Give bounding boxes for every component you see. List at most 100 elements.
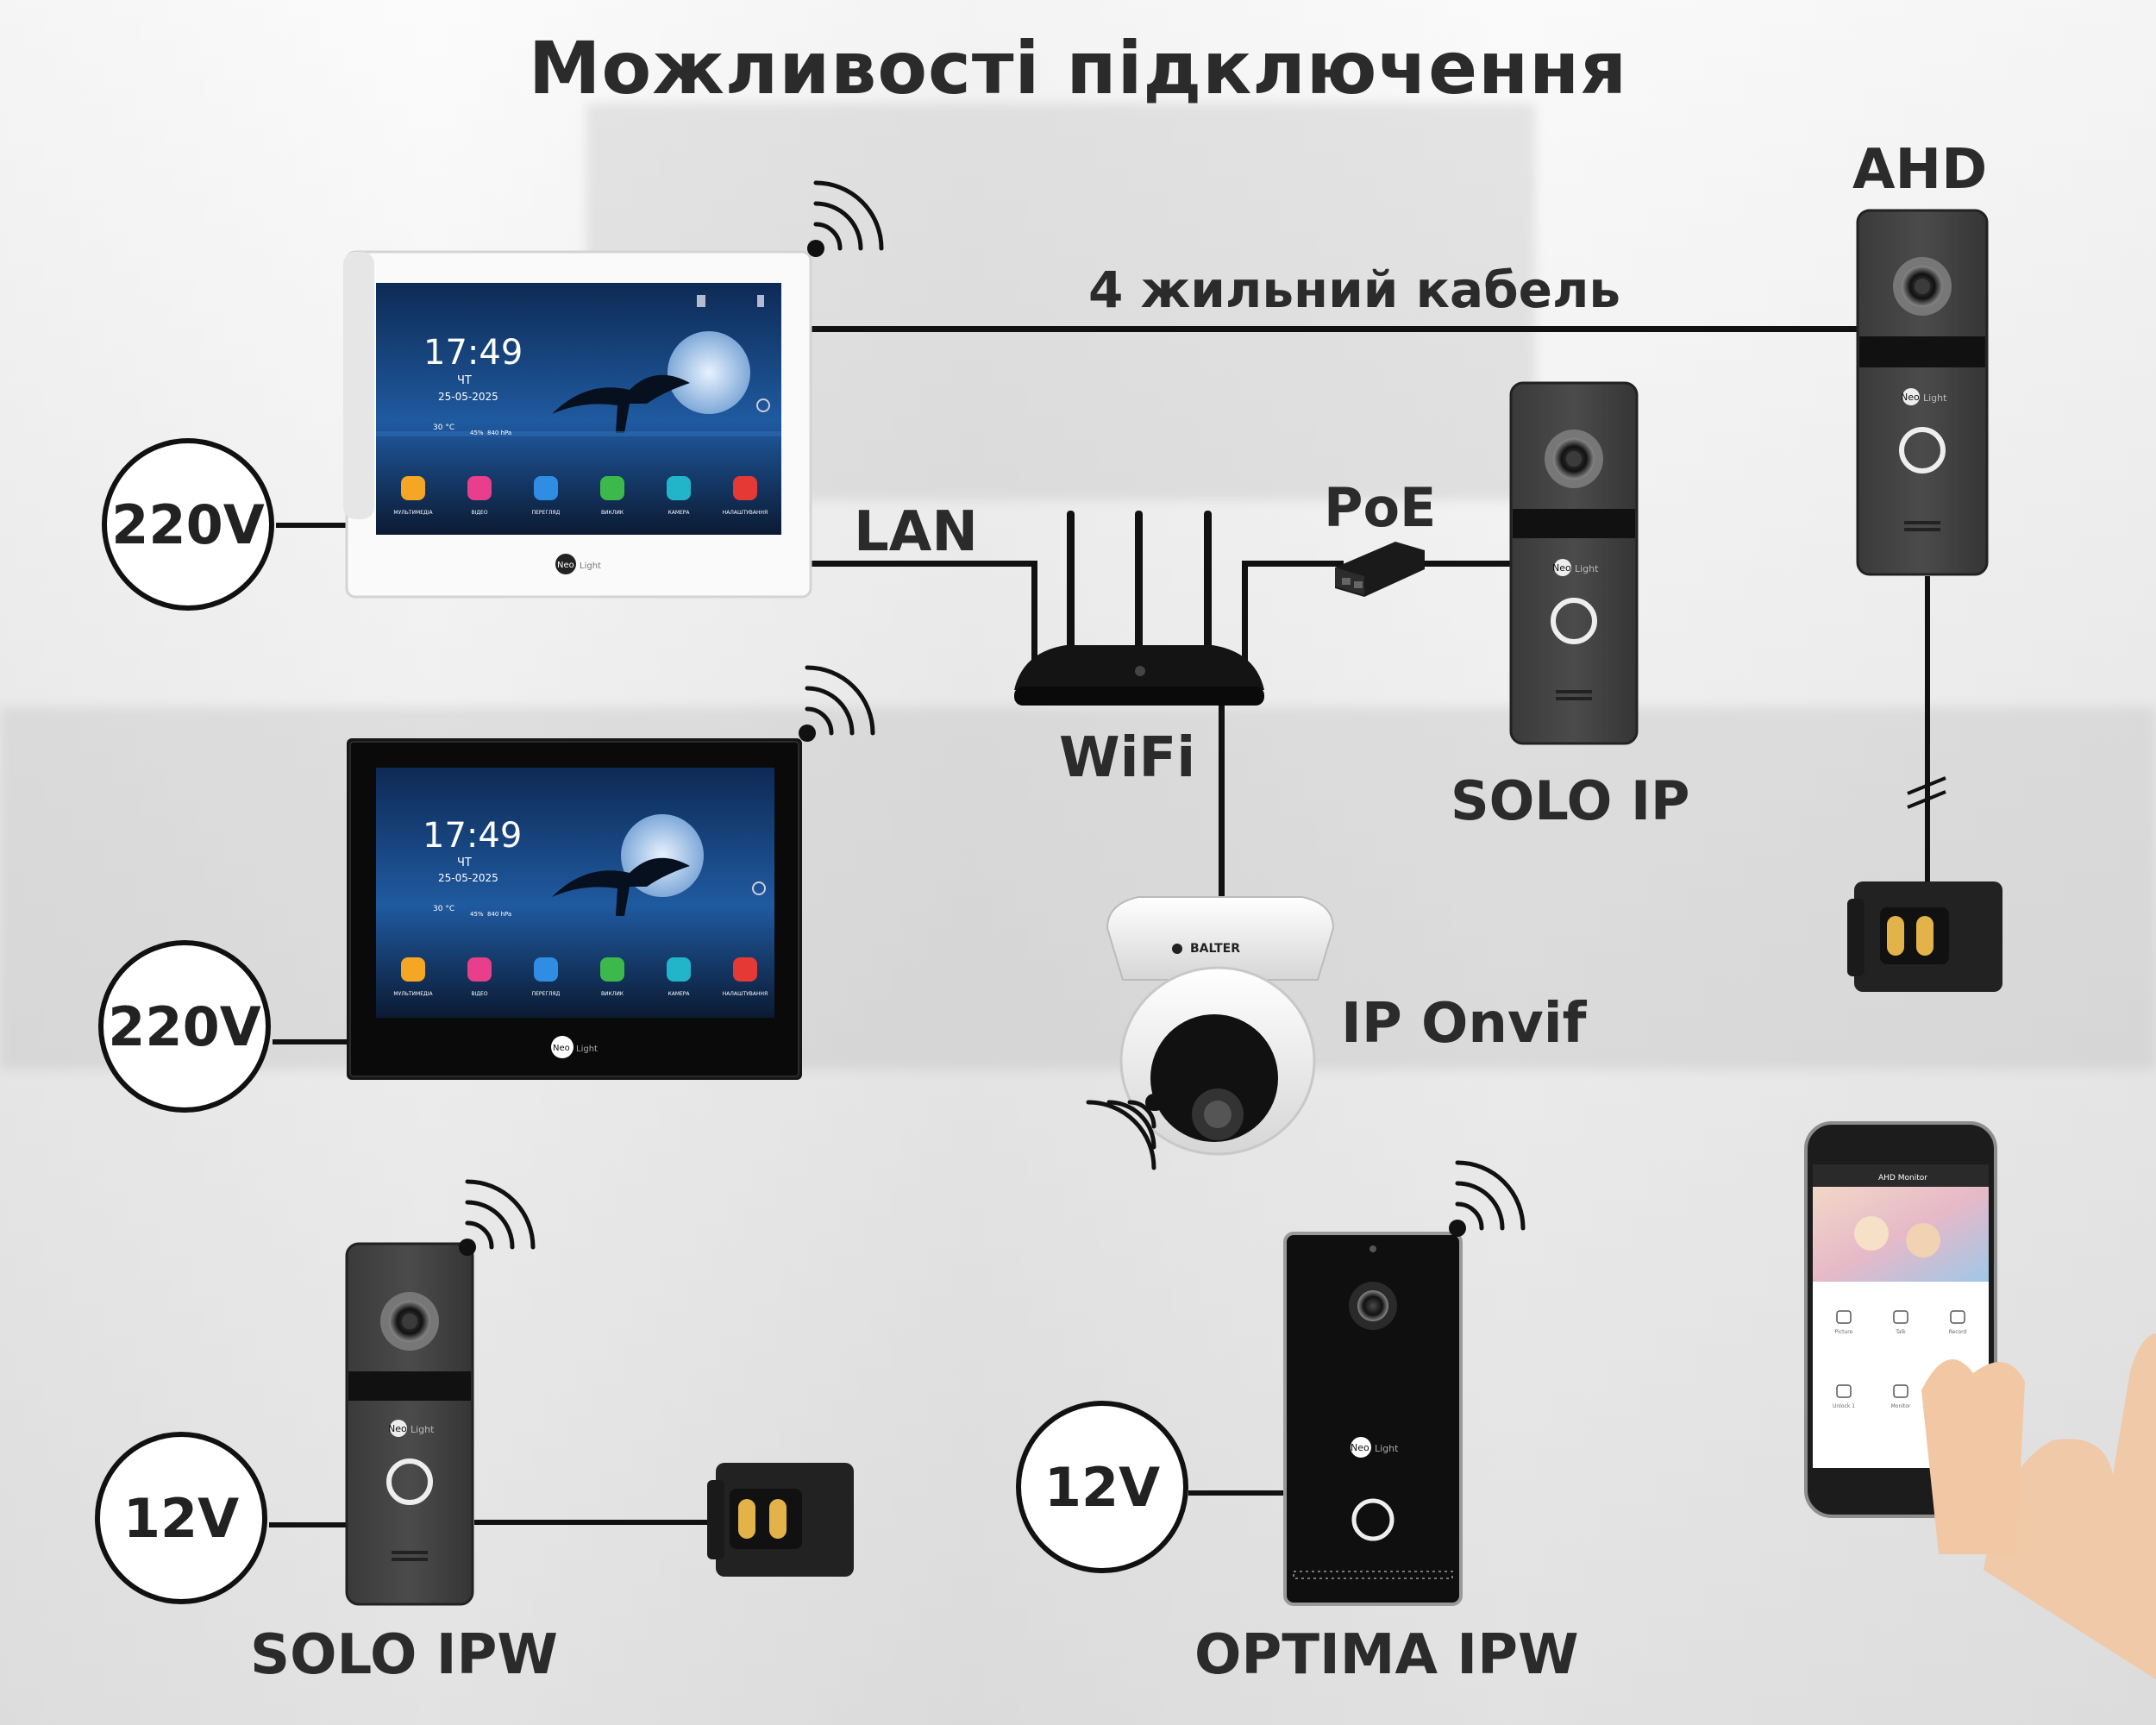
svg-text:ЧТ: ЧТ bbox=[457, 856, 472, 869]
electric-lock-ahd bbox=[1847, 881, 2002, 992]
solo-ipw-lock-line bbox=[474, 1520, 716, 1525]
voltage-circle-white-monitor: 220V bbox=[102, 438, 274, 611]
svg-text:Neo: Neo bbox=[553, 1044, 570, 1053]
label-lan: LAN bbox=[854, 500, 978, 564]
app-label-4: КАМЕРА bbox=[667, 510, 690, 516]
phone-button-icon-0[interactable] bbox=[1836, 1310, 1852, 1324]
app-label-0: МУЛЬТИМЕДІА bbox=[393, 510, 433, 516]
phone-button-icon-2[interactable] bbox=[1950, 1310, 1965, 1324]
svg-text:30 °C: 30 °C bbox=[433, 905, 454, 913]
monitor-antenna bbox=[343, 252, 374, 519]
app-label-0: МУЛЬТИМЕДІА bbox=[393, 991, 433, 997]
power-line-black-monitor bbox=[273, 1039, 347, 1044]
monitor-time: 17:49 bbox=[423, 333, 523, 373]
app-icon-4[interactable] bbox=[667, 957, 691, 982]
label-optima-ipw: OPTIMA IPW bbox=[1194, 1623, 1579, 1687]
label-poe: PoE bbox=[1324, 476, 1437, 539]
app-icon-4[interactable] bbox=[667, 476, 691, 500]
monitor-time-black: 17:49 bbox=[423, 816, 522, 856]
monitor-date: 25-05-2025 bbox=[438, 391, 498, 403]
wifi-signal-icon-3 bbox=[1449, 1160, 1526, 1237]
app-icon-3[interactable] bbox=[600, 476, 624, 500]
cable-line-ahd bbox=[811, 326, 1858, 332]
app-label-3: ВИКЛИК bbox=[601, 510, 624, 516]
phone-button-icon-4[interactable] bbox=[1893, 1384, 1908, 1398]
lan-line-horizontal bbox=[811, 561, 1037, 567]
phone-video-feed bbox=[1813, 1187, 1989, 1282]
app-label-4: КАМЕРА bbox=[667, 991, 690, 997]
svg-text:Neo: Neo bbox=[1901, 392, 1920, 403]
phone-button-label-2: Record bbox=[1949, 1329, 1967, 1335]
poe-line-vertical bbox=[1242, 561, 1248, 668]
white-monitor: 17:49 ЧТ 25-05-2025 30 °C 45% 840 hPa МУ… bbox=[343, 250, 812, 599]
voltage-circle-optima-ipw: 12V bbox=[1016, 1401, 1188, 1573]
label-ip-onvif: IP Onvif bbox=[1341, 992, 1587, 1056]
router-camera-line bbox=[1219, 699, 1225, 914]
svg-text:25-05-2025: 25-05-2025 bbox=[438, 872, 498, 884]
monitor-temp: 30 °C bbox=[433, 423, 454, 432]
svg-text:Neo: Neo bbox=[1552, 562, 1571, 574]
black-monitor: 17:49 ЧТ 25-05-2025 30 °C 45% 840 hPa МУ… bbox=[347, 738, 802, 1080]
phone-button-icon-1[interactable] bbox=[1893, 1310, 1908, 1324]
poe-line-to-solo-ip bbox=[1414, 561, 1518, 567]
cable-break-mark bbox=[1907, 776, 1946, 809]
app-label-3: ВИКЛИК bbox=[601, 991, 624, 997]
ahd-lock-line bbox=[1925, 576, 1930, 887]
app-icon-1[interactable] bbox=[467, 476, 492, 500]
power-line-solo-ipw bbox=[269, 1522, 347, 1527]
svg-text:Light: Light bbox=[1575, 563, 1599, 574]
phone-button-icon-3[interactable] bbox=[1836, 1384, 1852, 1398]
svg-text:Light: Light bbox=[580, 561, 601, 571]
monitor-humidity: 45% bbox=[470, 430, 484, 436]
svg-text:Light: Light bbox=[1923, 392, 1947, 404]
wifi-signal-icon-0 bbox=[807, 180, 884, 257]
app-label-2: ПЕРЕГЛЯД bbox=[532, 510, 561, 516]
app-icon-2[interactable] bbox=[534, 476, 558, 500]
app-label-2: ПЕРЕГЛЯД bbox=[532, 991, 561, 997]
svg-text:Light: Light bbox=[411, 1424, 435, 1435]
monitor-pressure: 840 hPa bbox=[487, 430, 511, 436]
svg-text:Light: Light bbox=[1375, 1443, 1399, 1454]
app-icon-5[interactable] bbox=[733, 957, 757, 982]
wifi-signal-icon-1 bbox=[799, 665, 875, 742]
app-icon-1[interactable] bbox=[467, 957, 492, 982]
svg-text:Light: Light bbox=[576, 1044, 598, 1054]
moon bbox=[667, 331, 750, 414]
app-label-1: ВІДЕО bbox=[471, 510, 487, 516]
monitor-day: ЧТ bbox=[457, 374, 472, 387]
wifi-signal-icons bbox=[459, 180, 1526, 1256]
app-icon-2[interactable] bbox=[534, 957, 558, 982]
label-solo-ipw: SOLO IPW bbox=[250, 1623, 558, 1687]
app-icon-0[interactable] bbox=[401, 957, 425, 982]
app-icon-5[interactable] bbox=[733, 476, 757, 500]
wifi-signal-icon-4 bbox=[1086, 1094, 1163, 1170]
power-line-white-monitor bbox=[276, 523, 347, 528]
lan-line-vertical bbox=[1031, 561, 1037, 668]
label-cable: 4 жильний кабель bbox=[1088, 260, 1621, 319]
label-solo-ip: SOLO IP bbox=[1451, 769, 1690, 832]
app-icon-0[interactable] bbox=[401, 476, 425, 500]
app-icon-3[interactable] bbox=[600, 957, 624, 982]
camera-brand: BALTER bbox=[1190, 942, 1240, 956]
voltage-circle-solo-ipw: 12V bbox=[95, 1432, 267, 1604]
wifi-signal-icon-2 bbox=[459, 1179, 536, 1256]
svg-text:Neo: Neo bbox=[557, 561, 574, 570]
power-line-optima-ipw bbox=[1188, 1490, 1285, 1496]
label-wifi: WiFi bbox=[1059, 726, 1196, 790]
poe-injector bbox=[1335, 542, 1425, 597]
phone-button-label-0: Picture bbox=[1835, 1329, 1853, 1335]
tree-silhouette bbox=[552, 374, 690, 433]
phone-button-label-1: Talk bbox=[1895, 1329, 1906, 1335]
solo-ipw-doorbell: Neo Light bbox=[345, 1242, 474, 1606]
label-ahd: AHD bbox=[1852, 138, 1988, 202]
svg-text:840 hPa: 840 hPa bbox=[487, 911, 511, 918]
wifi-router bbox=[1014, 511, 1264, 706]
voltage-circle-black-monitor: 220V bbox=[98, 940, 271, 1113]
solo-ip-doorbell: Neo Light bbox=[1509, 381, 1639, 745]
phone-button-label-4: Monitor bbox=[1891, 1403, 1911, 1409]
